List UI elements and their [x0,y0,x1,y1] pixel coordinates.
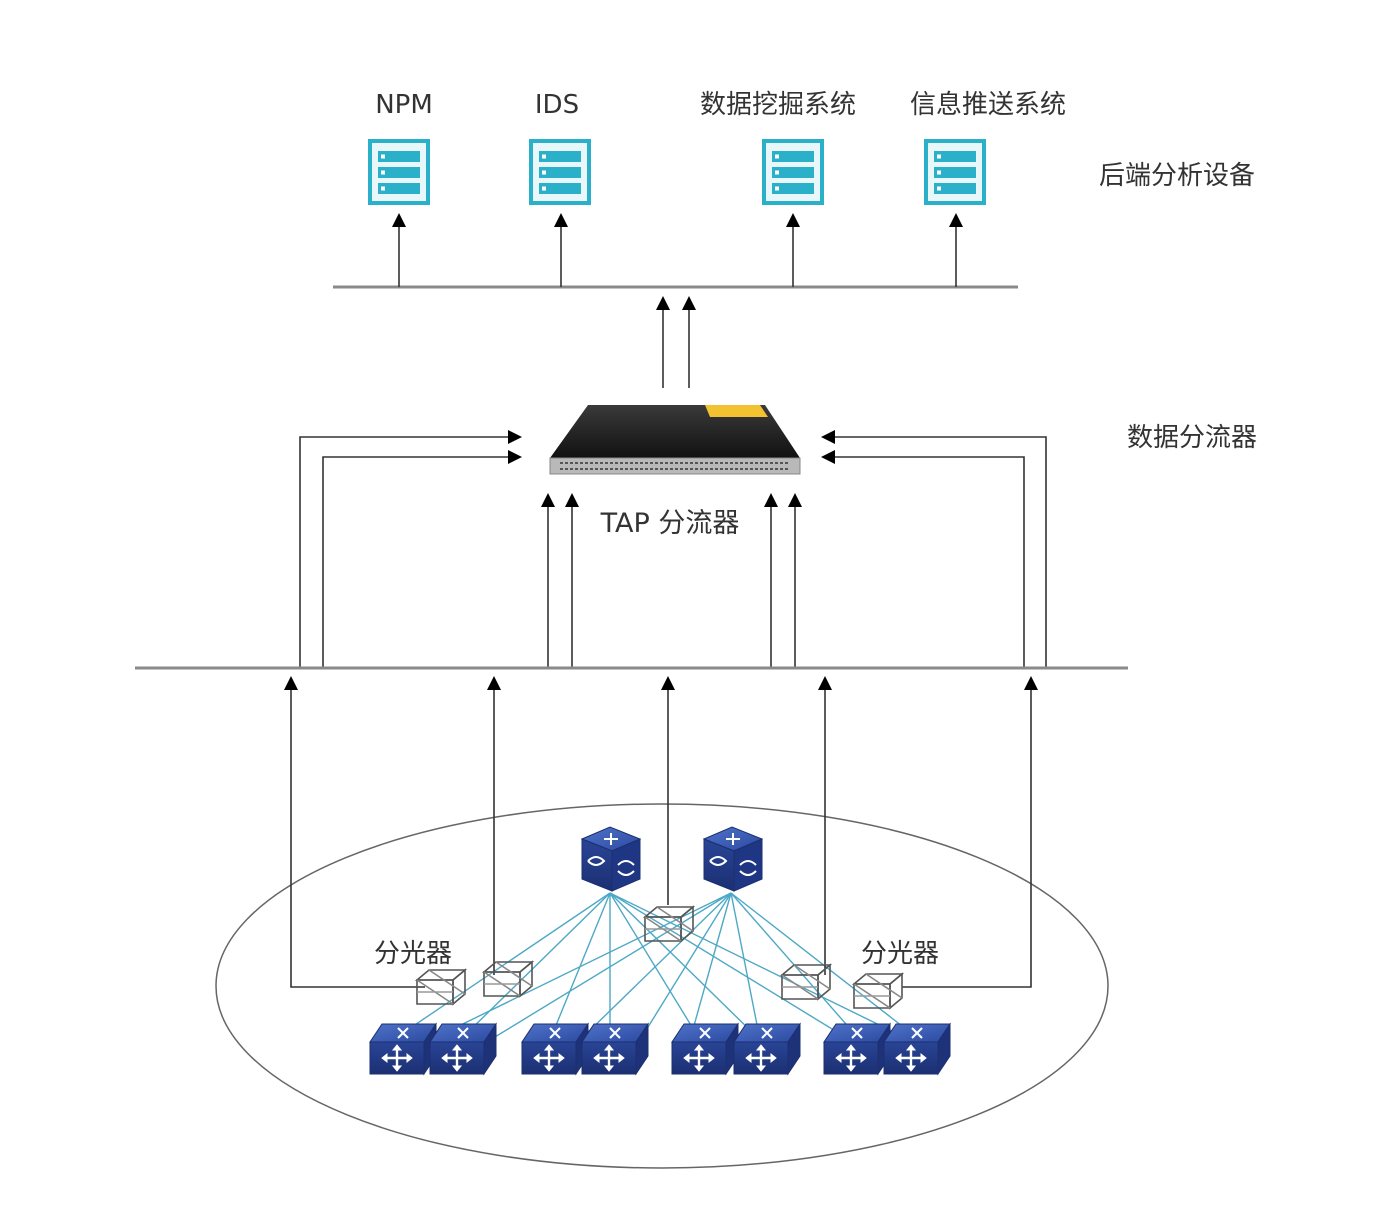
network-switch-icon [670,1022,740,1076]
server-rack-icon [924,139,986,205]
network-switch-icon [822,1022,892,1076]
core-switch-icon [581,826,641,892]
network-switch-icon [428,1022,498,1076]
network-switch-icon [580,1022,650,1076]
tool-label-npm: NPM [375,90,433,120]
core-switch-icon [703,826,763,892]
fiber-links [399,892,921,1041]
splitter-label-right: 分光器 [861,939,939,969]
layer-label-aggregation: 数据分流器 [1127,423,1257,453]
aggregation-layer: TAP 分流器 数据分流器 [299,405,1257,668]
optical-splitter-icon [483,961,533,997]
tool-label-ids: IDS [535,90,579,120]
server-rack-icon [529,139,591,205]
tap-input-arrows [299,430,1047,668]
layer-label-backend: 后端分析设备 [1099,161,1255,191]
optical-splitter-icon [853,973,903,1009]
splitter-label-left: 分光器 [374,939,452,969]
splitter-tap-arrows [284,676,1038,988]
backend-layer: NPM IDS 数据挖掘系统 信息推送系统 后端分析设备 [333,90,1255,388]
tool-label-info-push: 信息推送系统 [910,90,1066,120]
tap-device-label: TAP 分流器 [600,508,740,539]
network-switch-icon [520,1022,590,1076]
network-switch-icon [732,1022,802,1076]
network-packet-broker-icon [549,405,801,475]
network-switch-icon [368,1022,438,1076]
access-network: 分光器 分光器 [215,676,1109,1169]
network-switch-icon [882,1022,952,1076]
server-rack-icon [762,139,824,205]
backend-feed-arrows [392,213,963,388]
tool-label-data-mining: 数据挖掘系统 [700,90,856,120]
optical-splitter-icon [781,964,831,1000]
server-rack-icon [368,139,430,205]
